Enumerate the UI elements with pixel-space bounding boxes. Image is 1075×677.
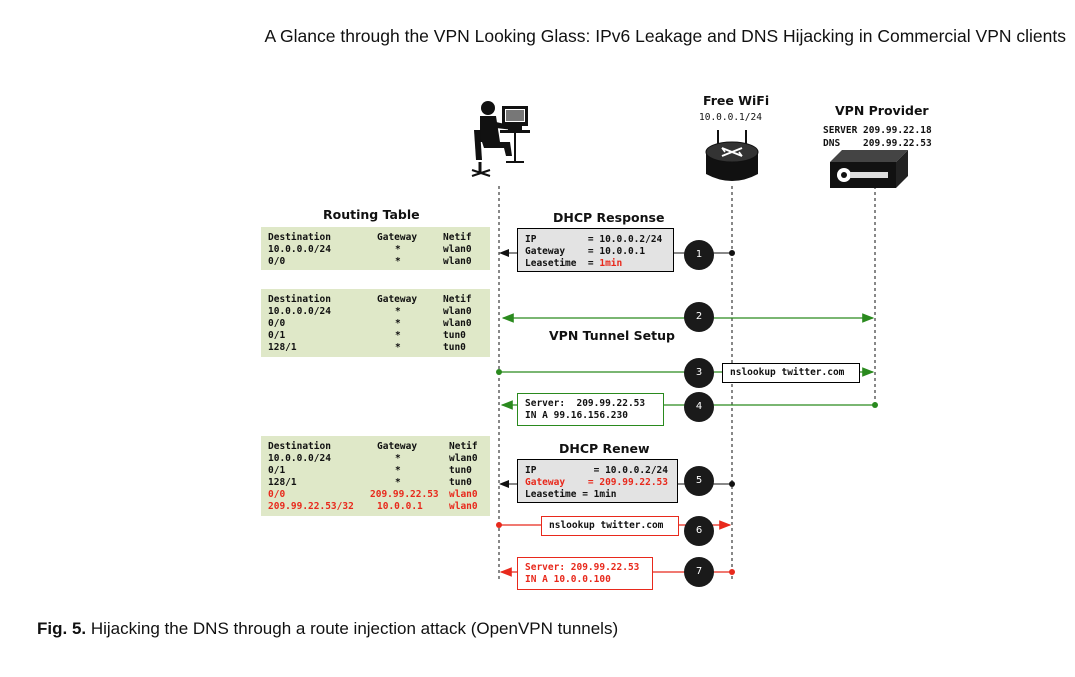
cell: * [395,330,401,341]
cell-injected: wlan0 [449,501,478,512]
routing-table-2: Destination Gateway Netif 10.0.0.0/24 * wlan… [261,289,490,357]
dhcp-renew-box: IP = 10.0.0.2/24 Gateway = 209.99.22.53 … [517,459,678,503]
reply-server: Server: 209.99.22.53 [525,398,646,409]
cell: * [395,453,401,464]
cell: wlan0 [443,318,472,329]
vpn-server-icon [830,150,908,188]
user-computer-icon [471,101,530,177]
routing-table-title: Routing Table [323,207,420,222]
vpn-tunnel-setup-title: VPN Tunnel Setup [549,328,675,343]
routing-table-1: Destination Gateway Netif 10.0.0.0/24 * wlan… [261,227,490,270]
vpn-server-address: SERVER 209.99.22.18 [823,125,932,136]
renew-lease: Leasetime = 1min [525,489,617,500]
figure-caption: Fig. 5. Hijacking the DNS through a rout… [37,619,618,639]
reply-answer: IN A 99.16.156.230 [525,410,628,421]
cell-injected: 209.99.22.53 [370,489,439,500]
cell: * [395,256,401,267]
reply-answer-hijacked: IN A 10.0.0.100 [525,574,611,585]
dhcp-lease-value: 1min [599,258,623,269]
step-3-marker: 3 [684,358,714,388]
dns-reply-box-7: Server: 209.99.22.53 IN A 10.0.0.100 [517,557,653,590]
cell-injected: 0/0 [268,489,286,500]
cell: 10.0.0.0/24 [268,244,331,255]
renew-ip: IP = 10.0.0.2/24 [525,465,668,476]
dhcp-lease-label: Leasetime = [525,258,600,269]
cell: 128/1 [268,342,297,353]
routing-table-3: Destination Gateway Netif 10.0.0.0/24 * wlan… [261,436,490,516]
cell: 10.0.0.0/24 [268,453,331,464]
header-gateway: Gateway [377,294,418,305]
header-destination: Destination [268,441,331,452]
cell: tun0 [449,477,472,488]
header-destination: Destination [268,294,331,305]
cell-injected: wlan0 [449,489,478,500]
cell: * [395,465,401,476]
cell: 0/1 [268,465,286,476]
step-5-marker: 5 [684,466,714,496]
header-netif: Netif [443,294,472,305]
wifi-ip: 10.0.0.1/24 [699,112,762,123]
header-gateway: Gateway [377,441,418,452]
renew-gateway-label: Gateway [525,477,566,488]
page-header: A Glance through the VPN Looking Glass: … [264,26,1066,46]
step-2-marker: 2 [684,302,714,332]
dhcp-gateway: Gateway = 10.0.0.1 [525,246,646,257]
step-4-marker: 4 [684,392,714,422]
nslookup-text: nslookup twitter.com [730,367,845,378]
dns-reply-box-4: Server: 209.99.22.53 IN A 99.16.156.230 [517,393,664,426]
cell: wlan0 [449,453,478,464]
cell: * [395,318,401,329]
vpn-provider-title: VPN Provider [835,103,929,118]
header-gateway: Gateway [377,232,418,243]
nslookup-box-6: nslookup twitter.com [541,516,679,536]
cell: 0/0 [268,318,286,329]
header-destination: Destination [268,232,331,243]
dhcp-response-title: DHCP Response [553,210,665,225]
cell: * [395,306,401,317]
figure-label: Fig. 5. [37,619,87,638]
dhcp-response-box: IP = 10.0.0.2/24 Gateway = 10.0.0.1 Leas… [517,228,674,272]
step-1-marker: 1 [684,240,714,270]
cell: * [395,477,401,488]
nslookup-box-3: nslookup twitter.com [722,363,860,383]
step-7-marker: 7 [684,557,714,587]
wifi-title: Free WiFi [703,93,770,108]
nslookup-text: nslookup twitter.com [549,520,664,531]
cell: 0/0 [268,256,286,267]
cell: tun0 [443,330,466,341]
cell: 10.0.0.0/24 [268,306,331,317]
cell: wlan0 [443,306,472,317]
step-6-marker: 6 [684,516,714,546]
header-netif: Netif [443,232,472,243]
cell: wlan0 [443,244,472,255]
cell: * [395,342,401,353]
cell: 128/1 [268,477,297,488]
cell-injected: 10.0.0.1 [377,501,423,512]
cell: * [395,244,401,255]
cell: tun0 [443,342,466,353]
renew-gateway-value: = 209.99.22.53 [565,477,668,488]
dhcp-ip: IP = 10.0.0.2/24 [525,234,663,245]
figure-caption-text: Hijacking the DNS through a route inject… [86,619,619,638]
cell: 0/1 [268,330,286,341]
router-icon [705,130,759,181]
cell: wlan0 [443,256,472,267]
header-netif: Netif [449,441,478,452]
reply-server-hijacked: Server: 209.99.22.53 [525,562,640,573]
cell: tun0 [449,465,472,476]
cell-injected: 209.99.22.53/32 [268,501,354,512]
dhcp-renew-title: DHCP Renew [559,441,650,456]
vpn-dns-address: DNS 209.99.22.53 [823,138,932,149]
